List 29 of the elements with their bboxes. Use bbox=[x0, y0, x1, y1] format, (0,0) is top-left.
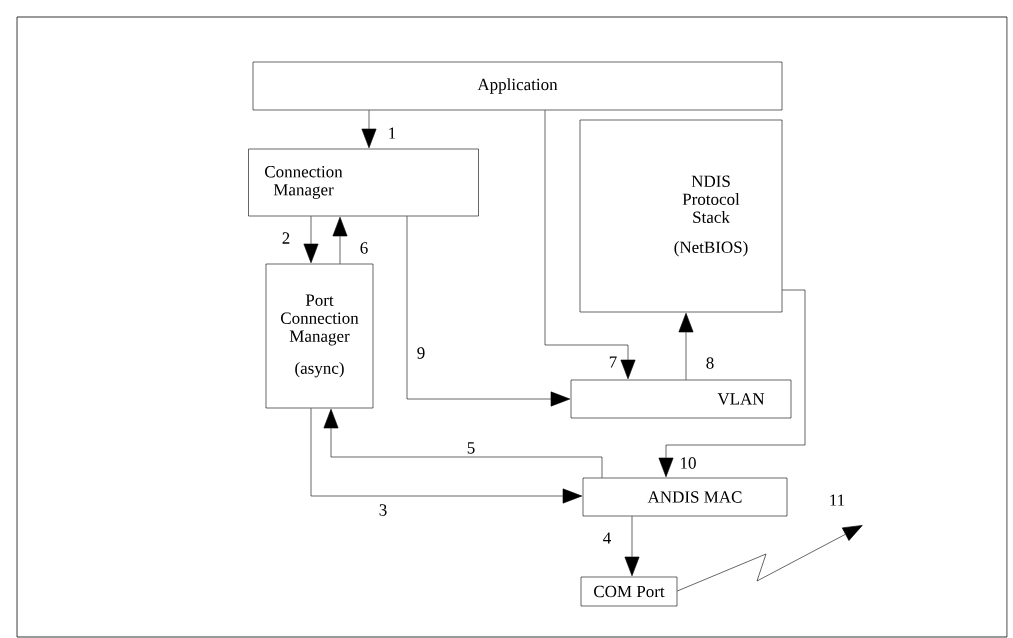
edge-label: 10 bbox=[678, 456, 698, 470]
arrow bbox=[323, 408, 603, 478]
arrow bbox=[658, 289, 806, 478]
component-box: Connection Manager bbox=[248, 148, 479, 217]
edge-label: 2 bbox=[280, 231, 292, 245]
arrow bbox=[678, 312, 694, 380]
edge-label: 5 bbox=[465, 441, 477, 455]
edge-label: 1 bbox=[386, 126, 398, 140]
edge-label: 6 bbox=[358, 241, 370, 255]
arrow bbox=[332, 216, 348, 264]
edge-label: 7 bbox=[607, 355, 619, 369]
arrow bbox=[310, 408, 583, 504]
arrow bbox=[624, 516, 640, 577]
component-box: Port Connection Manager (async) bbox=[265, 263, 374, 409]
component-box: Application bbox=[252, 61, 783, 111]
arrow bbox=[361, 110, 377, 149]
component-box: VLAN bbox=[570, 379, 792, 419]
component-box: ANDIS MAC bbox=[582, 477, 788, 517]
arrow bbox=[544, 110, 636, 380]
edge-label: 4 bbox=[601, 531, 613, 545]
arrow bbox=[303, 216, 319, 264]
edge-label: 3 bbox=[377, 503, 389, 517]
edge-label: 8 bbox=[704, 356, 716, 370]
edge-label: 9 bbox=[415, 346, 427, 360]
component-box: NDIS Protocol Stack (NetBIOS) bbox=[579, 119, 783, 313]
arrow bbox=[677, 525, 863, 592]
component-box: COM Port bbox=[580, 576, 678, 607]
edge-label: 11 bbox=[827, 493, 847, 507]
arrow bbox=[406, 216, 571, 407]
